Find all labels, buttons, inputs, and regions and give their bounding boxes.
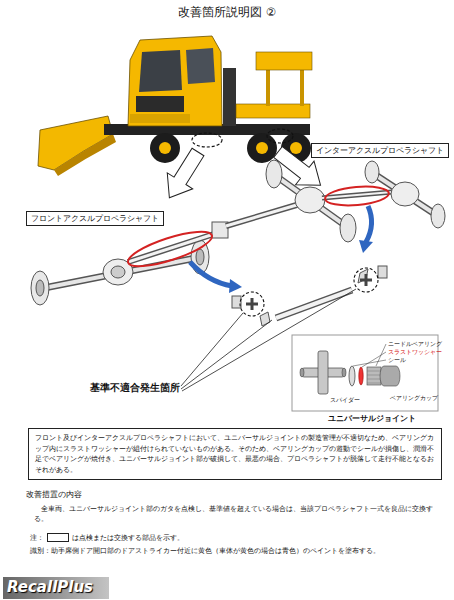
truck-illustration xyxy=(290,142,302,154)
note-prefix: 注： xyxy=(30,533,44,542)
axle-drawing xyxy=(374,174,438,216)
truck-illustration xyxy=(236,104,310,118)
truck-illustration xyxy=(159,142,171,154)
defect-location-label: 基準不適合発生箇所 xyxy=(90,382,180,394)
blue-arrow xyxy=(190,262,232,286)
axle-drawing xyxy=(266,160,282,188)
part-name: シール xyxy=(388,356,406,364)
blue-arrow xyxy=(359,240,373,253)
part-name: スラストワッシャー xyxy=(388,348,442,356)
axle-drawing xyxy=(36,280,44,296)
leader-line xyxy=(181,320,272,389)
universal-joint-inset xyxy=(318,351,328,394)
exploded-propeller-shaft xyxy=(260,312,270,326)
axle-drawing xyxy=(44,258,196,288)
exploded-propeller-shaft xyxy=(378,266,387,278)
universal-joint-inset xyxy=(367,371,381,383)
truck-illustration xyxy=(136,96,184,112)
universal-joint-inset xyxy=(367,367,381,385)
universal-joint-inset xyxy=(380,366,400,386)
exploded-propeller-shaft xyxy=(354,268,378,292)
truck-illustration xyxy=(256,52,312,70)
axle-drawing xyxy=(31,271,49,305)
axle-drawing xyxy=(125,225,215,273)
axle-drawing xyxy=(295,187,325,213)
truck-illustration xyxy=(38,36,312,176)
truck-illustration xyxy=(267,129,293,143)
exploded-propeller-shaft xyxy=(232,266,387,326)
exploded-propeller-shaft xyxy=(360,274,372,286)
axle-drawing xyxy=(374,174,438,216)
watermark: RecallPlus xyxy=(3,577,109,600)
pointer-arrow xyxy=(157,144,211,206)
remedy-text: 全車両、ユニバーサルジョイント部のガタを点検し、基準値を超えている場合は、当該プ… xyxy=(34,504,444,525)
axle-drawing xyxy=(391,182,419,206)
truck-illustration xyxy=(247,133,277,163)
box-text: インターアクスルプロペラシャフト xyxy=(316,146,444,155)
truck-illustration xyxy=(256,142,268,154)
part-callout-box: インターアクスルプロペラシャフト xyxy=(311,143,449,158)
box-text: フロント及びインターアクスルプロペラシャフトにおいて、ユニバーサルジョイントの製… xyxy=(35,433,435,475)
exploded-propeller-shaft xyxy=(246,298,258,310)
section-heading: 改善措置の内容 xyxy=(26,490,82,500)
description-box: フロント及びインターアクスルプロペラシャフトにおいて、ユニバーサルジョイントの製… xyxy=(28,428,442,480)
universal-joint-inset xyxy=(300,368,304,377)
truck-illustration xyxy=(192,133,222,147)
part-name: ベアリングカップ xyxy=(390,394,438,402)
axle-drawing xyxy=(111,266,125,278)
truck-illustration xyxy=(186,48,215,84)
blue-arrow xyxy=(366,206,372,242)
diagram-title: 改善箇所説明図 ② xyxy=(0,5,454,20)
truck-illustration xyxy=(266,66,270,106)
blue-arrow xyxy=(229,279,242,293)
legend-item: は点検または交換する部品を示す。 xyxy=(46,533,184,543)
part-name: ニードルベアリング xyxy=(388,340,442,348)
exploded-propeller-shaft xyxy=(240,292,264,316)
truck-illustration xyxy=(128,36,222,126)
axle-drawing xyxy=(340,214,356,242)
truck-illustration xyxy=(223,68,236,126)
legend-shape-sample xyxy=(47,533,69,542)
part-name: スパイダー xyxy=(330,396,360,404)
axle-drawing xyxy=(44,258,196,288)
box-text: フロントアクスルプロペラシャフト xyxy=(31,214,159,223)
part-callout-box: フロントアクスルプロペラシャフト xyxy=(26,211,164,226)
truck-illustration xyxy=(130,114,190,123)
axle-drawing xyxy=(196,249,204,265)
axle-drawing xyxy=(31,160,445,305)
legend-text: は点検または交換する部品を示す。 xyxy=(72,533,184,542)
pointer-arrow xyxy=(157,140,330,206)
universal-joint-inset xyxy=(359,367,363,385)
truck-illustration xyxy=(139,50,182,92)
axle-drawing xyxy=(226,204,300,226)
axle-drawing xyxy=(324,184,389,208)
axle-drawing xyxy=(365,161,379,183)
truck-illustration xyxy=(150,133,180,163)
universal-joint-inset xyxy=(349,366,355,386)
truck-illustration xyxy=(54,134,116,176)
inset-caption: ユニバーサルジョイント xyxy=(328,414,416,424)
universal-joint-inset xyxy=(342,368,346,377)
axle-drawing xyxy=(431,204,445,228)
truck-illustration xyxy=(300,66,304,106)
blue-arrow xyxy=(190,206,373,293)
identification-text: 識別：助手席側ドア開口部のドアストライカー付近に黄色（車体が黄色の場合は青色）の… xyxy=(30,546,444,557)
axle-drawing xyxy=(226,204,300,226)
universal-joint-inset xyxy=(353,344,386,367)
